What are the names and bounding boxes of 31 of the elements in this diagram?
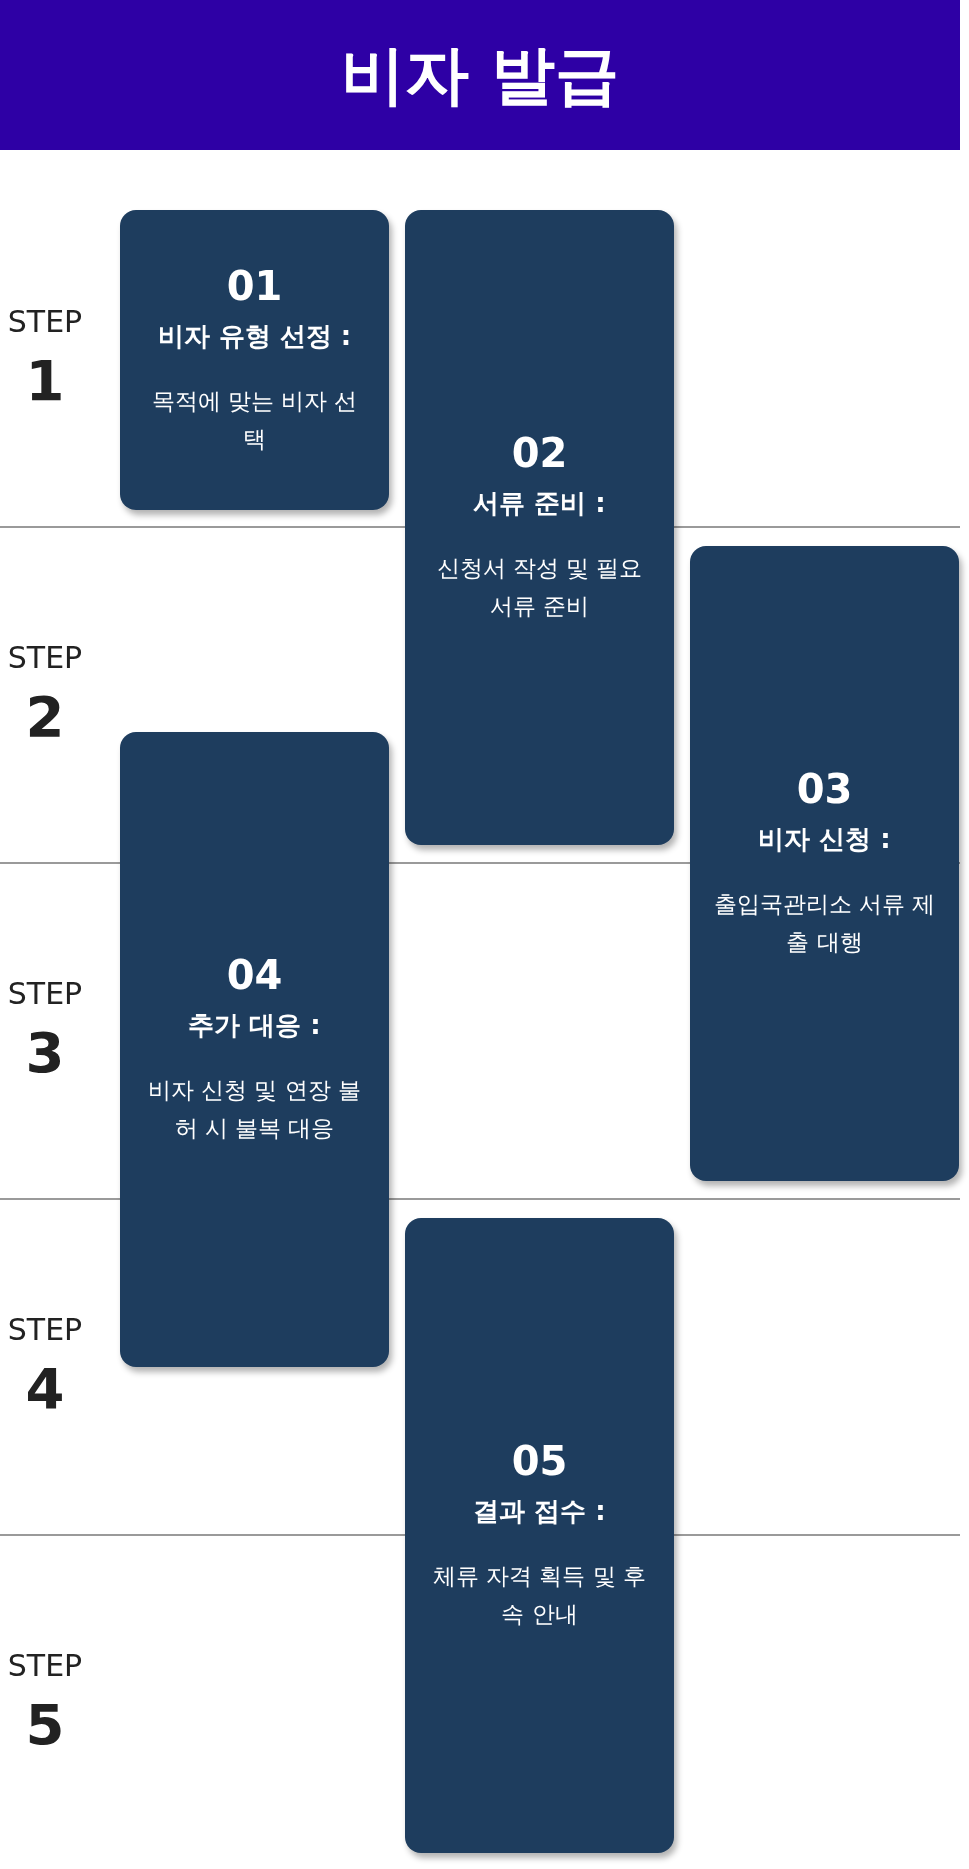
step-label: STEP <box>6 640 84 675</box>
step-label: STEP <box>6 304 84 339</box>
step-heading: 비자 유형 선정 : <box>157 319 352 353</box>
step-description: 출입국관리소 서류 제출 대행 <box>712 890 937 957</box>
step-index: 5 <box>24 1692 66 1757</box>
step-card <box>405 1218 674 1853</box>
step-number: 02 <box>511 430 568 476</box>
step-index: 4 <box>24 1356 66 1421</box>
step-index: 3 <box>24 1020 66 1085</box>
step-heading: 서류 준비 : <box>473 487 606 520</box>
step-number: 05 <box>511 1438 568 1484</box>
step-heading: 추가 대응 : <box>188 1009 321 1042</box>
step-card <box>690 546 959 1181</box>
title: 비자 발급 <box>340 36 620 114</box>
step-label: STEP <box>6 1312 84 1347</box>
step-card <box>120 732 389 1367</box>
step-heading: 결과 접수 : <box>473 1495 606 1528</box>
step-heading: 비자 신청 : <box>758 823 891 856</box>
step-index: 2 <box>24 684 66 749</box>
step-description: 목적에 맞는 비자 선택 <box>150 386 359 454</box>
step-card <box>120 210 389 510</box>
step-number: 01 <box>226 262 283 309</box>
step-label: STEP <box>6 1648 84 1683</box>
step-description: 신청서 작성 및 필요서류 준비 <box>435 554 644 621</box>
step-card <box>405 210 674 845</box>
step-number: 04 <box>226 952 283 998</box>
step-number: 03 <box>796 766 853 812</box>
step-description: 비자 신청 및 연장 불허 시 불복 대응 <box>146 1076 363 1143</box>
step-description: 체류 자격 획득 및 후속 안내 <box>431 1562 648 1629</box>
step-label: STEP <box>6 976 84 1011</box>
step-index: 1 <box>24 348 66 413</box>
